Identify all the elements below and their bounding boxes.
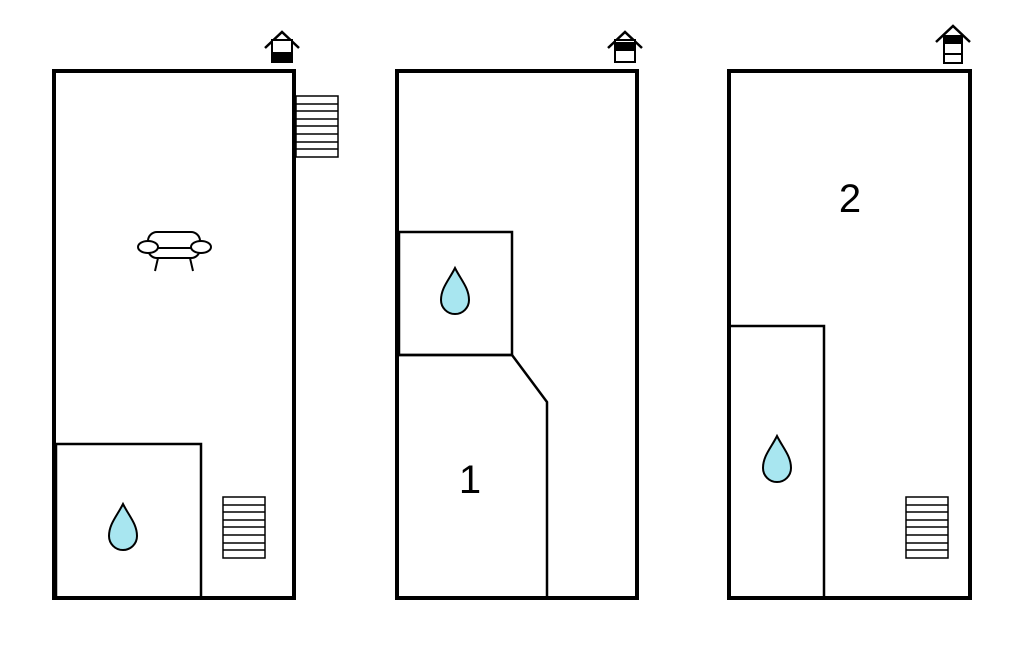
stairs-icon bbox=[905, 496, 949, 559]
floor-0-outline bbox=[52, 69, 296, 600]
bathroom bbox=[54, 442, 203, 600]
water-drop-icon bbox=[108, 503, 138, 551]
house-level-second-icon bbox=[934, 24, 972, 64]
floor-2-outline bbox=[727, 69, 972, 600]
floor-2: 2 bbox=[727, 24, 972, 600]
house-level-ground-icon bbox=[263, 30, 301, 63]
floor-1-outline bbox=[395, 69, 639, 600]
room-label-1: 1 bbox=[459, 458, 481, 502]
bedroom-1 bbox=[399, 353, 549, 598]
room-label-2: 2 bbox=[839, 177, 861, 221]
stairs-icon bbox=[222, 496, 266, 559]
floor-1: 1 bbox=[395, 30, 644, 600]
water-drop-icon bbox=[440, 267, 470, 315]
bathroom bbox=[731, 324, 826, 598]
water-drop-icon bbox=[762, 435, 792, 483]
stairs-icon bbox=[295, 95, 339, 158]
floor-0 bbox=[52, 30, 339, 600]
house-level-first-icon bbox=[606, 30, 644, 63]
sofa-icon bbox=[137, 231, 212, 272]
